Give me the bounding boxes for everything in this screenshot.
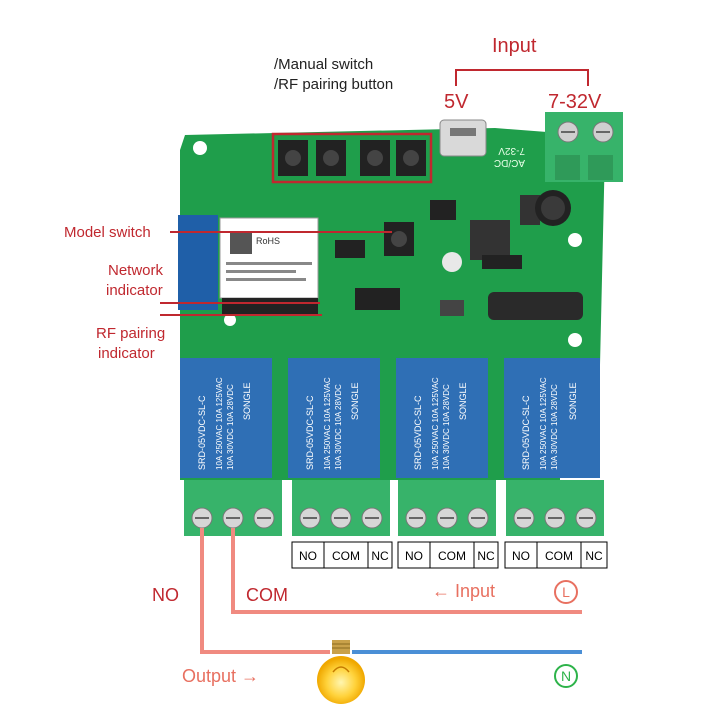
relay-4: SRD-05VDC-SL-C 10A 250VAC 10A 125VAC 10A… xyxy=(504,358,600,478)
output-terminal-block-3 xyxy=(398,480,496,536)
relay-1: SRD-05VDC-SL-C 10A 250VAC 10A 125VAC 10A… xyxy=(180,358,272,478)
rf-pairing-button-label: /RF pairing button xyxy=(274,76,393,93)
com-wire-label: COM xyxy=(246,585,288,605)
relay-3: SRD-05VDC-SL-C 10A 250VAC 10A 125VAC 10A… xyxy=(396,358,488,478)
output-wire xyxy=(200,528,330,654)
5v-label: 5V xyxy=(444,91,469,113)
terminal-label: NC xyxy=(585,549,603,563)
relay-brand-label: SONGLE xyxy=(458,382,468,420)
relay-rating-label: 10A 250VAC 10A 125VAC xyxy=(323,377,332,470)
input-terminal-block xyxy=(545,112,623,182)
relay-model-label: SRD-05VDC-SL-C xyxy=(413,395,423,470)
relay-rating-label: 10A 30VDC 10A 28VDC xyxy=(442,384,451,470)
rf-pairing-indicator-label-1: RF pairing xyxy=(96,325,165,342)
relay-rating-label: 10A 250VAC 10A 125VAC xyxy=(539,377,548,470)
output-terminal-block-4 xyxy=(506,480,604,536)
terminal-label: NO xyxy=(299,549,317,563)
live-symbol-letter: L xyxy=(562,584,570,600)
terminal-label-group-1: NO COM NC xyxy=(291,541,393,569)
no-wire-label: NO xyxy=(152,585,179,605)
wifi-module: RoHS xyxy=(178,215,319,314)
relay-rating-label: 10A 30VDC 10A 28VDC xyxy=(550,384,559,470)
rf-antenna-coil xyxy=(488,292,583,320)
relay-brand-label: SONGLE xyxy=(568,382,578,420)
qr-code xyxy=(230,232,252,254)
manual-switch-label: /Manual switch xyxy=(274,56,373,73)
input-title: Input xyxy=(492,35,537,57)
manual-switch-buttons xyxy=(278,140,426,176)
relay-rating-label: 10A 30VDC 10A 28VDC xyxy=(226,384,235,470)
relay-rating-label: 10A 250VAC 10A 125VAC xyxy=(431,377,440,470)
usb-port xyxy=(439,119,487,157)
output-terminal-block-2 xyxy=(292,480,390,536)
live-wire xyxy=(231,528,582,614)
annotations: /Manual switch /RF pairing button Input … xyxy=(64,35,602,362)
network-indicator-label-2: indicator xyxy=(106,282,163,299)
network-indicator-label-1: Network xyxy=(108,262,164,279)
terminal-label: NO xyxy=(405,549,423,563)
rf-pairing-indicator-label-2: indicator xyxy=(98,345,155,362)
mounting-hole xyxy=(568,333,582,347)
relay-model-label: SRD-05VDC-SL-C xyxy=(521,395,531,470)
output-wire-label: Output → xyxy=(182,666,259,686)
neutral-symbol-letter: N xyxy=(561,668,571,684)
relay-rating-label: 10A 250VAC 10A 125VAC xyxy=(215,377,224,470)
input-wire-label: ← Input xyxy=(432,581,495,601)
mounting-hole xyxy=(568,233,582,247)
live-symbol: L xyxy=(554,580,578,604)
7-32v-label: 7-32V xyxy=(548,91,602,113)
terminal-label: NO xyxy=(512,549,530,563)
relay-2: SRD-05VDC-SL-C 10A 250VAC 10A 125VAC 10A… xyxy=(288,358,380,478)
terminal-label: COM xyxy=(545,549,573,563)
wiring xyxy=(200,528,582,654)
silk-acdc: AC/DC xyxy=(494,157,525,168)
relay-brand-label: SONGLE xyxy=(350,382,360,420)
input-bracket xyxy=(455,69,589,86)
terminal-label-group-3: NO COM NC xyxy=(504,541,608,569)
light-bulb-icon xyxy=(317,640,365,704)
relay-brand-label: SONGLE xyxy=(242,382,252,420)
mounting-hole xyxy=(193,141,207,155)
output-terminal-block-1 xyxy=(184,480,282,536)
terminal-label: NC xyxy=(477,549,495,563)
manual-switch-highlight xyxy=(271,132,433,184)
model-switch-label: Model switch xyxy=(64,224,151,241)
relay-model-label: SRD-05VDC-SL-C xyxy=(197,395,207,470)
terminal-label: COM xyxy=(332,549,360,563)
silk-7-32v: 7-32V xyxy=(498,145,525,156)
model-switch-button xyxy=(384,222,414,256)
terminal-label: NC xyxy=(371,549,389,563)
terminal-label-group-2: NO COM NC xyxy=(397,541,499,569)
pcb-components xyxy=(335,190,583,320)
relay-model-label: SRD-05VDC-SL-C xyxy=(305,395,315,470)
rohs-mark: RoHS xyxy=(256,236,280,246)
relay-rating-label: 10A 30VDC 10A 28VDC xyxy=(334,384,343,470)
mounting-hole xyxy=(224,314,236,326)
terminal-label: COM xyxy=(438,549,466,563)
neutral-symbol: N xyxy=(554,664,578,688)
